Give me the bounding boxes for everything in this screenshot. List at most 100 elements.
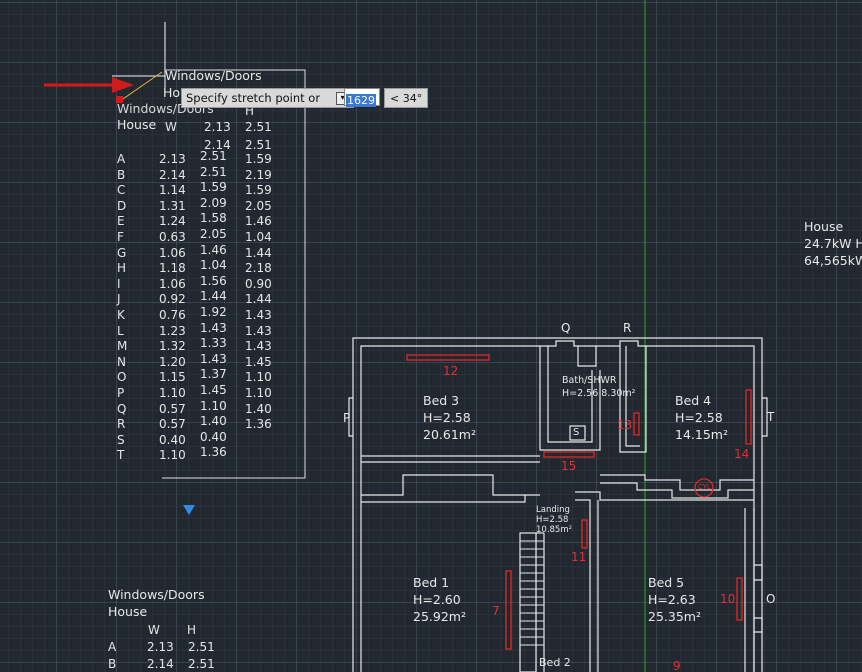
table-row-letter: T <box>117 448 125 463</box>
ghost-cell-h: 1.43 <box>245 339 272 354</box>
ghost-cell-h: 2.18 <box>245 261 272 276</box>
house-summary-power: 24.7kW H <box>804 236 862 251</box>
table-cell-h: 1.59 <box>200 180 227 195</box>
room-bed1-area: 25.92m² <box>413 609 466 624</box>
table-cell-w: 1.06 <box>159 245 186 260</box>
table-cell-w: 0.57 <box>159 401 186 416</box>
lower-table-house: House <box>108 604 148 619</box>
radiator-label: 13 <box>617 418 633 432</box>
room-landing-height: H=2.58 <box>536 515 569 525</box>
radiator-15 <box>543 451 595 458</box>
stretch-prompt-tooltip: Specify stretch point or ▾ <box>181 88 355 108</box>
ghost-cell-w: 2.13 <box>204 120 231 134</box>
radiator-7 <box>505 570 512 650</box>
table-row-letter: J <box>117 292 121 307</box>
angle-readout[interactable]: < 34° <box>384 88 429 108</box>
ghost-cell-h: 1.43 <box>245 323 272 338</box>
table-cell-h: 2.05 <box>200 227 227 241</box>
table-cell-h: 1.45 <box>200 383 227 397</box>
table-row-letter: N <box>117 354 126 369</box>
table-cell-h: 1.43 <box>200 320 227 335</box>
wall-label-r: R <box>623 321 632 335</box>
lower-table-title: Windows/Doors <box>108 587 205 602</box>
upper-table-house: House <box>117 117 157 132</box>
house-summary-title: House <box>804 219 844 234</box>
ghost-cell-w: 2.14 <box>204 138 231 152</box>
table-cell-w: 2.14 <box>159 167 186 182</box>
ghost-cell-h: 1.10 <box>245 370 272 385</box>
table-cell-w: 1.24 <box>159 214 186 229</box>
ghost-cell-h: 1.04 <box>245 230 272 244</box>
table-cell-h: 1.37 <box>200 367 227 382</box>
ghost-cell-h: 2.05 <box>245 198 272 213</box>
upper-table-w-header: W <box>165 120 177 134</box>
ghost-cell-h: 2.51 <box>245 138 272 152</box>
radiator-label: 9 <box>673 659 681 672</box>
radiator-12 <box>406 354 490 361</box>
table-cell-h: 1.40 <box>200 414 227 429</box>
room-bed5-height: H=2.63 <box>648 592 696 607</box>
table-row-letter: Q <box>117 401 127 416</box>
ghost-cell-h: 1.44 <box>245 292 272 307</box>
table-row-letter: I <box>117 276 121 291</box>
room-bed3-area: 20.61m² <box>423 427 476 442</box>
table-cell-h: 1.56 <box>200 273 227 288</box>
table-cell-h: 2.09 <box>200 195 227 210</box>
lower-row-letter: B <box>108 657 117 671</box>
table-cell-h: 1.04 <box>200 258 227 273</box>
upper-table-title: Windows/Doors <box>165 68 262 83</box>
cylinder-label: CYL <box>698 483 711 491</box>
table-cell-w: 1.18 <box>159 261 186 276</box>
table-row-letter: B <box>117 167 126 182</box>
ghost-cell-h: 1.45 <box>245 354 272 369</box>
radiator-11 <box>581 519 588 549</box>
distance-input[interactable]: 1629 <box>344 88 380 107</box>
table-cell-w: 1.23 <box>159 323 186 338</box>
table-row-letter: G <box>117 245 127 260</box>
table-row-letter: R <box>117 417 126 432</box>
table-cell-h: 1.92 <box>200 305 227 319</box>
table-cell-w: 0.57 <box>159 417 186 432</box>
table-grip-icon[interactable] <box>183 505 195 515</box>
wall-label-p: P <box>343 411 351 425</box>
table-cell-w: 1.15 <box>159 370 186 385</box>
table-cell-h: 2.51 <box>200 164 227 179</box>
upper-table-house-short: Ho <box>163 85 181 100</box>
table-cell-w: 1.32 <box>159 339 186 354</box>
ghost-cell-h: 1.40 <box>245 401 272 416</box>
room-bath-name: Bath/SHWR <box>562 375 617 386</box>
room-landing-area: 10.85m² <box>536 525 573 535</box>
table-cell-w: 1.14 <box>159 183 186 198</box>
lower-row-letter: A <box>108 640 117 654</box>
table-cell-h: 2.51 <box>200 149 227 163</box>
ghost-cell-h: 1.10 <box>245 386 272 400</box>
table-row-letter: C <box>117 183 126 198</box>
grip-point[interactable] <box>116 96 123 103</box>
rubber-band-line <box>119 71 163 102</box>
table-row-letter: D <box>117 198 127 213</box>
wall-label-t: T <box>767 410 775 424</box>
ghost-cell-h: 0.90 <box>245 276 272 291</box>
table-row-letter: K <box>117 308 125 322</box>
wall-label-q: Q <box>561 321 571 335</box>
stretch-prompt-text: Specify stretch point or <box>186 91 321 105</box>
table-cell-w: 1.20 <box>159 354 186 369</box>
lower-table-w-header: W <box>148 623 160 637</box>
ghost-cell-h: 1.43 <box>245 308 272 322</box>
room-bed4-name: Bed 4 <box>675 393 712 408</box>
lower-row-w: 2.14 <box>147 657 174 671</box>
wall-label-o: O <box>766 592 776 606</box>
table-row-letter: L <box>117 323 124 338</box>
table-row-letter: M <box>117 339 128 354</box>
house-summary-energy: 64,565kW <box>804 253 862 268</box>
radiator-13 <box>633 412 640 436</box>
ghost-cell-h: 1.46 <box>245 214 272 229</box>
shower-label: S <box>573 427 580 438</box>
radiator-label: 7 <box>492 604 500 618</box>
room-bed4-area: 14.15m² <box>675 427 728 442</box>
room-landing-name: Landing <box>536 505 570 515</box>
table-cell-w: 1.31 <box>159 198 186 213</box>
table-cell-w: 1.10 <box>159 386 186 400</box>
table-cell-w: 1.06 <box>159 276 186 291</box>
